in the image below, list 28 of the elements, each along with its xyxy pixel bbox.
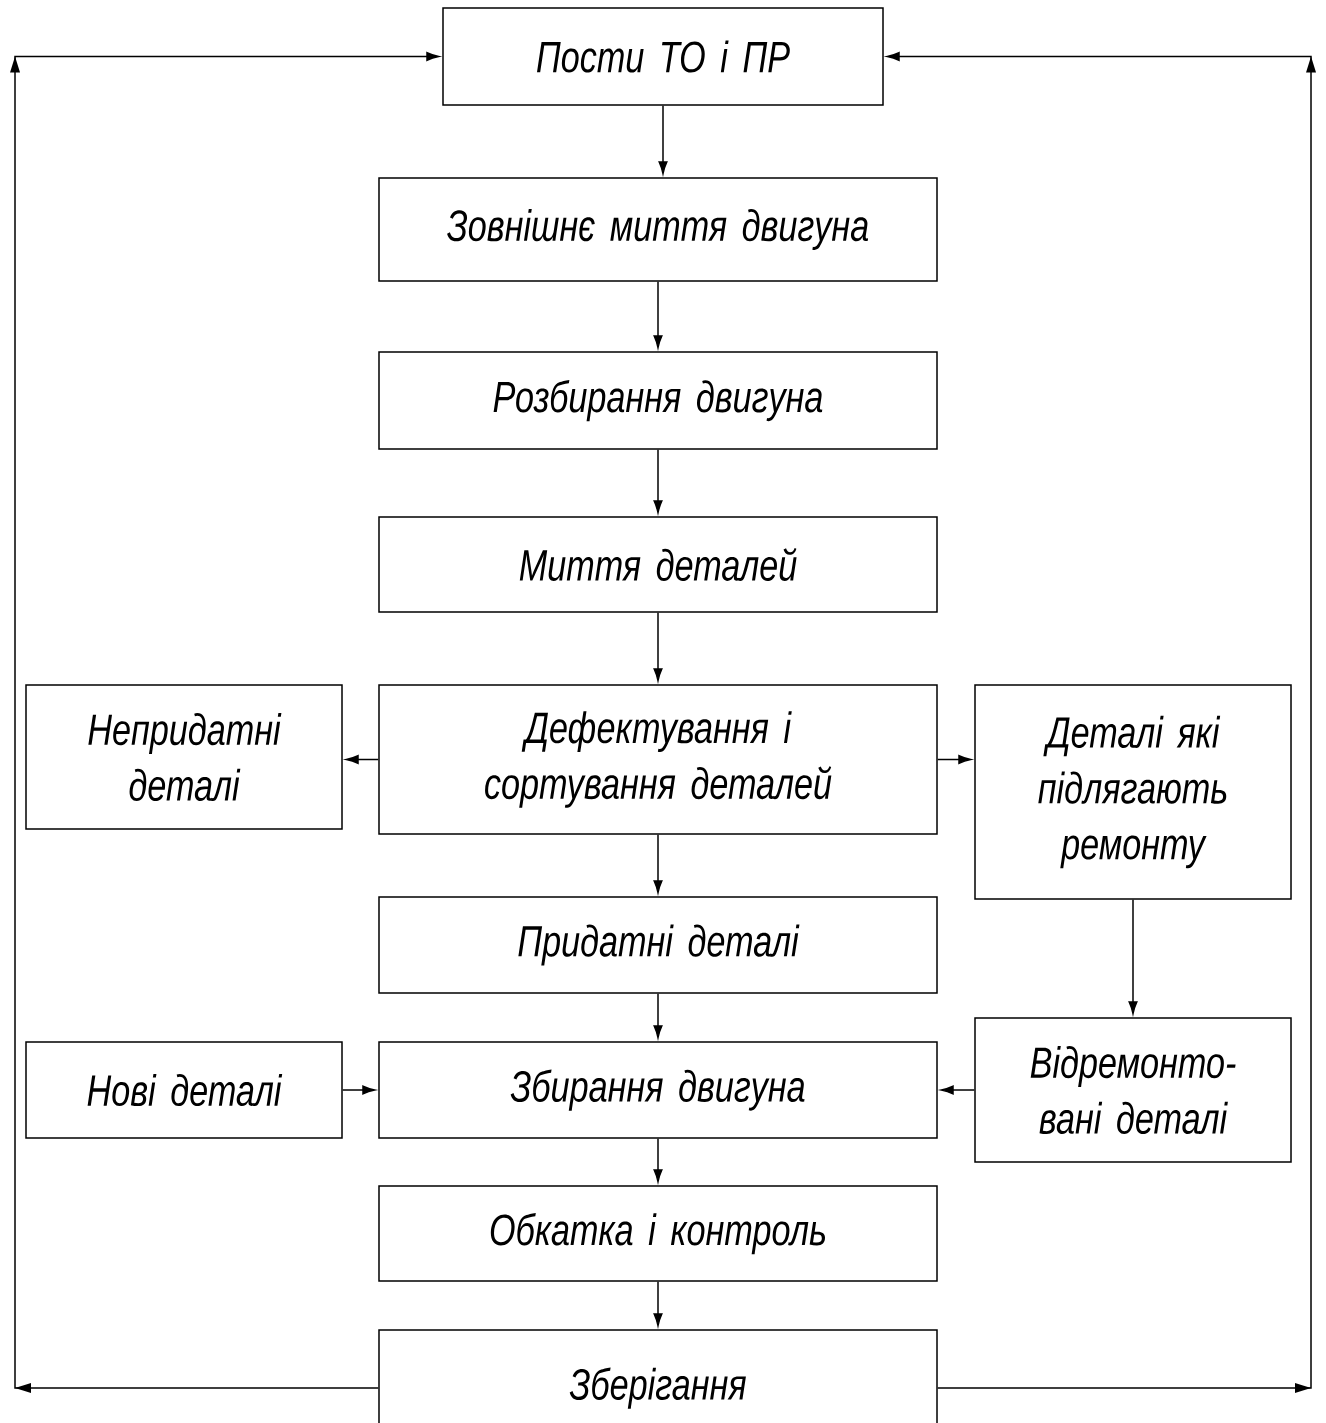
process-box: Миття деталей: [378, 516, 938, 613]
process-box: Нові деталі: [25, 1041, 343, 1139]
arrow: [653, 1281, 663, 1327]
process-box: Відремонто-вані деталі: [974, 1017, 1292, 1163]
arrow: [658, 105, 668, 175]
process-box: Збирання двигуна: [378, 1041, 938, 1139]
process-box: Придатні деталі: [378, 896, 938, 994]
arrow: [653, 834, 663, 894]
process-box: Розбирання двигуна: [378, 351, 938, 450]
arrow: [653, 993, 663, 1039]
arrow: [653, 449, 663, 514]
process-box: Зберігання: [378, 1329, 938, 1423]
arrow: [653, 1138, 663, 1183]
process-box: Пости ТО і ПР: [442, 7, 884, 106]
process-box: Непридатні деталі: [25, 684, 343, 830]
arrow: [653, 612, 663, 682]
arrow: [1128, 899, 1138, 1015]
arrow: [940, 1085, 975, 1095]
process-box: Зовнішнє миття двигуна: [378, 177, 938, 282]
arrow: [10, 51, 440, 1393]
arrow: [342, 1085, 376, 1095]
arrow: [345, 754, 379, 765]
arrow: [653, 281, 663, 349]
arrow: [937, 754, 972, 765]
process-box: Дефектування і сортування деталей: [378, 684, 938, 835]
arrow: [886, 51, 1316, 1393]
process-box: Обкатка і контроль: [378, 1185, 938, 1282]
process-box: Деталі які підлягають ремонту: [974, 684, 1292, 900]
